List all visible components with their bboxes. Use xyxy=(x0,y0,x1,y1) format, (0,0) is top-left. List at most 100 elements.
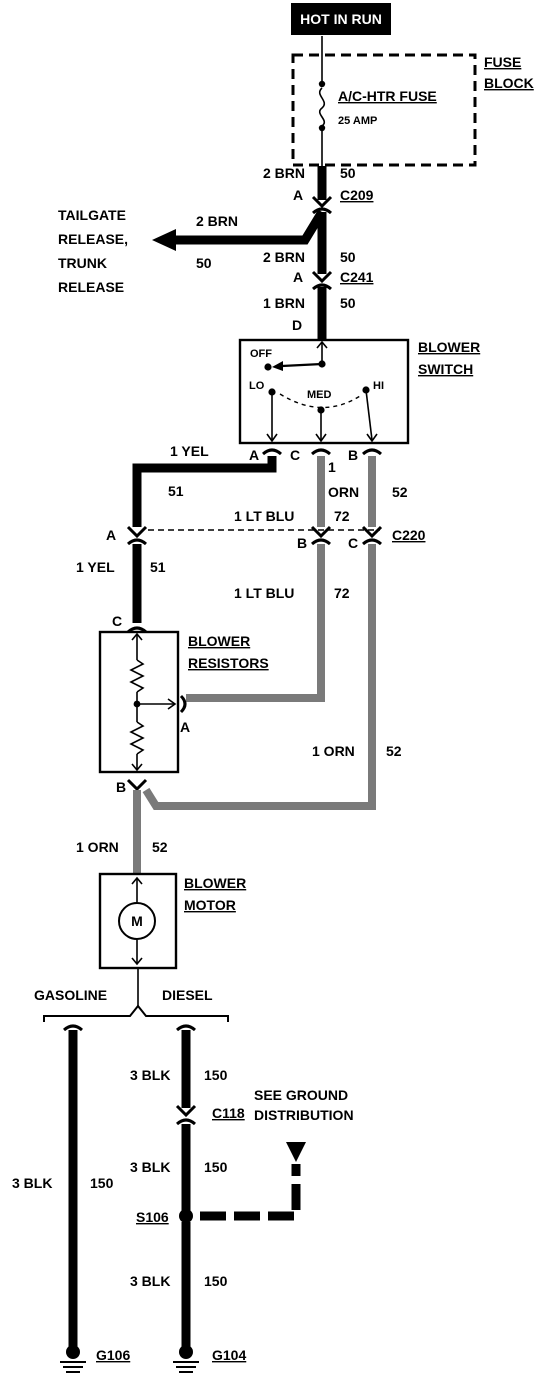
gas-wire-label: 3 BLK xyxy=(12,1175,52,1191)
diesel-upper-circuit: 150 xyxy=(204,1067,228,1083)
c209-connector-label: C209 xyxy=(340,187,374,203)
orn-color-label: ORN xyxy=(328,484,359,500)
c220-connector xyxy=(126,525,383,546)
c220-yel-label: 1 YEL xyxy=(76,559,115,575)
switch-output-connectors xyxy=(262,448,382,456)
tailgate-dest-line-4: RELEASE xyxy=(58,279,124,295)
switch-pos-med: MED xyxy=(307,389,332,401)
c220-pin-a-label: A xyxy=(106,527,116,543)
c209-pin-label: A xyxy=(293,187,303,203)
switch-pos-off: OFF xyxy=(250,348,272,360)
blower-resistors-box xyxy=(98,630,180,774)
resistors-pin-a-connector xyxy=(179,694,187,714)
s106-label: S106 xyxy=(136,1209,169,1225)
switch-pos-lo: LO xyxy=(249,380,265,392)
c241-connector-label: C241 xyxy=(340,269,374,285)
wire-1ltblu-c220-to-resistors xyxy=(186,544,325,702)
c220-ltblu2-circuit: 72 xyxy=(334,585,350,601)
c220-connector-label: C220 xyxy=(392,527,426,543)
diesel-ground-icon xyxy=(173,1345,199,1373)
motor-icon xyxy=(118,876,156,966)
wire-2brn-tailgate-branch xyxy=(172,209,326,245)
motor-feed-circuit: 52 xyxy=(152,839,168,855)
tailgate-dest-line-3: TRUNK xyxy=(58,255,107,271)
c241-in-wire-label: 2 BRN xyxy=(263,249,305,265)
blower-motor-label-2: MOTOR xyxy=(184,897,236,913)
see-ground-line-1: SEE GROUND xyxy=(254,1087,348,1103)
blower-switch-label-2: SWITCH xyxy=(418,361,473,377)
ground-distribution-arrow-icon xyxy=(286,1142,306,1162)
s106-splice xyxy=(179,1209,193,1223)
c241-out-wire-label: 1 BRN xyxy=(263,295,305,311)
gas-ground-label: G106 xyxy=(96,1347,130,1363)
c118-label: C118 xyxy=(212,1105,245,1121)
c220-pin-b-label: B xyxy=(297,535,307,551)
gas-ground-connector xyxy=(63,1024,83,1032)
blower-motor-label-1: BLOWER xyxy=(184,875,246,891)
hi-wire-circuit: 52 xyxy=(386,743,402,759)
hot-in-run-banner xyxy=(291,3,391,35)
blower-switch-contacts xyxy=(264,340,378,443)
motor-feed-wire-label: 1 ORN xyxy=(76,839,119,855)
c118-connector xyxy=(175,1104,197,1126)
resistors-pin-b-connector xyxy=(126,778,148,792)
diesel-mid-circuit: 150 xyxy=(204,1159,228,1175)
blower-resistors-label-2: RESISTORS xyxy=(188,655,269,671)
fuse-block-label-1: FUSE xyxy=(484,54,521,70)
motor-symbol: M xyxy=(131,913,143,929)
c220-ltblu-circuit: 72 xyxy=(334,508,350,524)
switch-pos-hi: HI xyxy=(373,380,384,392)
hot-in-run-label: HOT IN RUN xyxy=(300,11,382,27)
c241-in-circuit-label: 50 xyxy=(340,249,356,265)
c220-ltblu-label: 1 LT BLU xyxy=(234,508,294,524)
c209-connector xyxy=(311,195,333,215)
diesel-ground-connector xyxy=(176,1024,196,1032)
fuse-block-outline xyxy=(291,53,477,167)
diesel-ground-label: G104 xyxy=(212,1347,246,1363)
diesel-lower-wire-label: 3 BLK xyxy=(130,1273,170,1289)
tailgate-arrow-icon xyxy=(152,229,176,251)
gas-circuit-label: 150 xyxy=(90,1175,114,1191)
tailgate-wire-label: 2 BRN xyxy=(196,213,238,229)
variant-brace xyxy=(43,1004,229,1022)
switch-pin-a-label: A xyxy=(249,447,259,463)
yel-circuit-label: 51 xyxy=(168,483,184,499)
fuse-name: A/C-HTR FUSE xyxy=(338,88,437,104)
fuse-block-label-2: BLOCK xyxy=(484,75,534,91)
resistors-pin-c-label: C xyxy=(112,613,122,629)
diesel-label: DIESEL xyxy=(162,987,213,1003)
tailgate-dest-line-2: RELEASE, xyxy=(58,231,128,247)
orn-circuit-label: 52 xyxy=(392,484,408,500)
tailgate-circuit-label: 50 xyxy=(196,255,212,271)
c209-wire-label: 2 BRN xyxy=(263,165,305,181)
gasoline-label: GASOLINE xyxy=(34,987,107,1003)
see-ground-line-2: DISTRIBUTION xyxy=(254,1107,354,1123)
blower-switch-box xyxy=(238,338,410,445)
tailgate-dest-line-1: TAILGATE xyxy=(58,207,126,223)
resistors-pin-b-label: B xyxy=(116,779,126,795)
c220-ltblu2-label: 1 LT BLU xyxy=(234,585,294,601)
blower-resistors-label-1: BLOWER xyxy=(188,633,250,649)
c241-pin-label: A xyxy=(293,269,303,285)
switch-pin-d-label: D xyxy=(292,317,302,333)
c241-out-circuit-label: 50 xyxy=(340,295,356,311)
c209-circuit-label: 50 xyxy=(340,165,356,181)
blower-switch-label-1: BLOWER xyxy=(418,339,480,355)
switch-pin-c-label: C xyxy=(290,447,300,463)
diesel-upper-wire-label: 3 BLK xyxy=(130,1067,170,1083)
yel-wire-label: 1 YEL xyxy=(170,443,209,459)
resistor-icon xyxy=(129,632,177,772)
c220-yel-circuit: 51 xyxy=(150,559,166,575)
c220-pin-c-label: C xyxy=(348,535,358,551)
hi-wire-label: 1 ORN xyxy=(312,743,355,759)
resistors-pin-a-label: A xyxy=(180,719,190,735)
orn-gauge-label: 1 xyxy=(328,459,336,475)
diesel-mid-wire-label: 3 BLK xyxy=(130,1159,170,1175)
fuse-rating: 25 AMP xyxy=(338,115,377,127)
fuse-icon xyxy=(318,36,326,166)
wire-1orn-c220-to-motor xyxy=(142,544,376,810)
switch-pin-b-label: B xyxy=(348,447,358,463)
gas-ground-icon xyxy=(60,1345,86,1373)
diesel-lower-circuit: 150 xyxy=(204,1273,228,1289)
